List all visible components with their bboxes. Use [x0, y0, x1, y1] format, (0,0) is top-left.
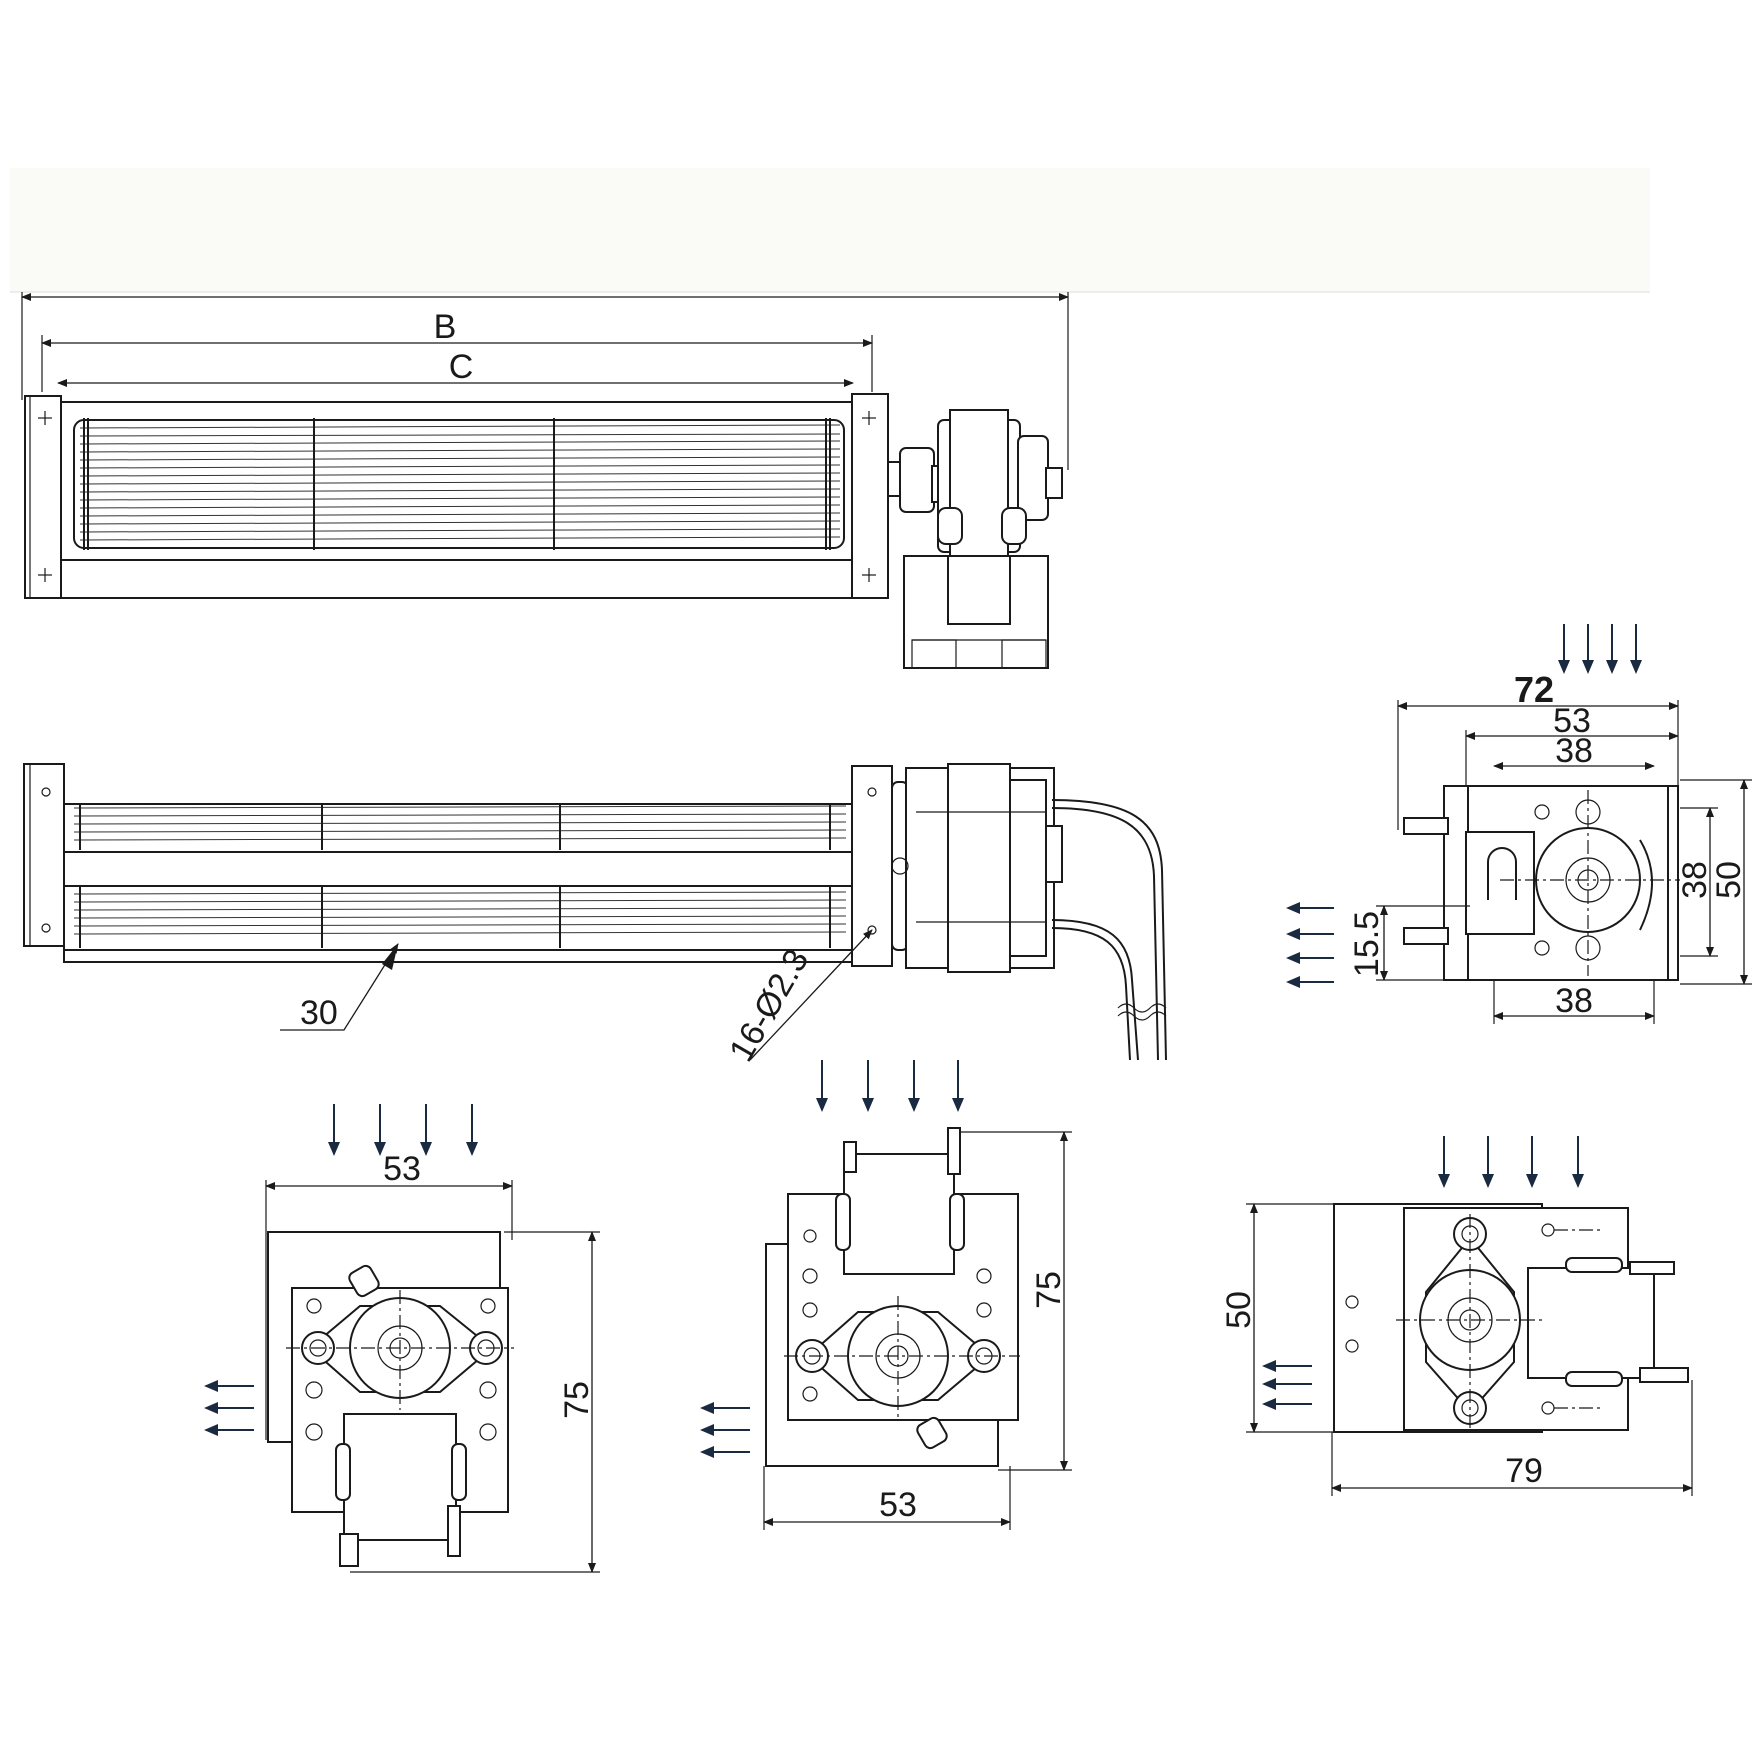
- header-band: [10, 168, 1650, 292]
- dim-b-75-label: 75: [1030, 1271, 1068, 1309]
- left-end-plate: [24, 395, 62, 599]
- side-b-coil: [843, 1153, 955, 1275]
- side-view-b: 75 53: [700, 1060, 1072, 1530]
- dim-c-50-label: 50: [1220, 1291, 1258, 1329]
- dim-30-label: 30: [300, 994, 338, 1032]
- dim-d-38-top-label: 38: [1555, 732, 1593, 770]
- dim-d-53-label: 53: [1553, 702, 1591, 740]
- right-end-plate: [851, 393, 889, 599]
- dim-15-5-label: 15.5: [1348, 911, 1386, 977]
- dim-72-label: 72: [1514, 669, 1554, 710]
- front-impeller-lower: [73, 891, 847, 935]
- side-view-c: 50 79: [1220, 1136, 1693, 1496]
- lead-wire-2: [1051, 919, 1139, 1061]
- impeller-blades: [79, 424, 841, 541]
- dim-d-50-label: 50: [1710, 861, 1748, 899]
- motor-top: [887, 409, 1063, 669]
- side-view-d: 72 53 38 38 50: [1286, 624, 1752, 1024]
- front-motor: [891, 763, 1063, 973]
- top-view: B C: [21, 292, 1069, 669]
- dim-b-label: B: [434, 308, 457, 346]
- dim-b-53-label: 53: [879, 1486, 917, 1524]
- side-view-a: 53 75: [204, 1104, 600, 1573]
- lead-wire-1: [1051, 799, 1167, 1061]
- dim-c-79-label: 79: [1505, 1452, 1543, 1490]
- dim-a-75-label: 75: [558, 1381, 596, 1419]
- side-c-coil: [1527, 1267, 1655, 1379]
- dim-d-38-bottom-label: 38: [1555, 982, 1593, 1020]
- dim-d-38-right-label: 38: [1676, 861, 1714, 899]
- dim-a-53-label: 53: [383, 1150, 421, 1188]
- impeller: [73, 419, 845, 549]
- dim-c-label: C: [449, 348, 474, 386]
- front-view: 30 16-Ø2.3: [23, 763, 1167, 1068]
- front-impeller-upper: [73, 805, 847, 841]
- side-a-coil: [343, 1413, 457, 1541]
